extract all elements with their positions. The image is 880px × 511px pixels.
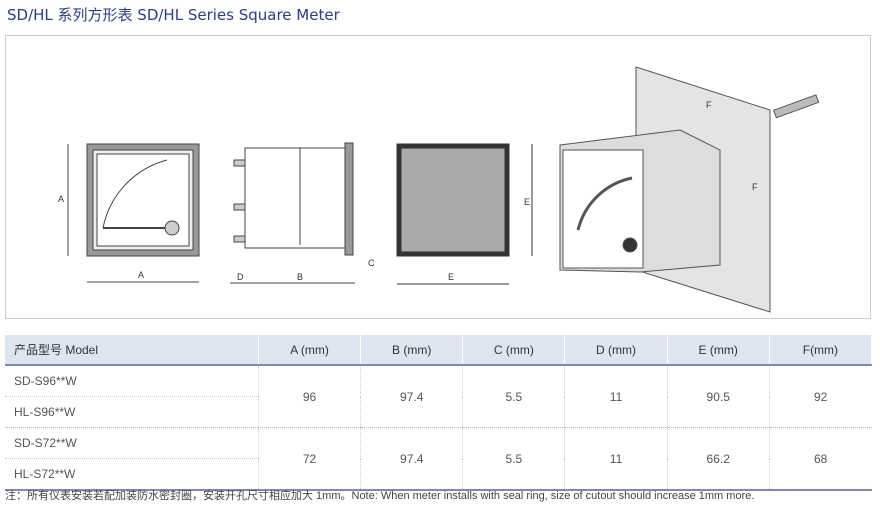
table-row: SD-S72**W 72 97.4 5.5 11 66.2 68 bbox=[5, 427, 872, 491]
col-e: E (mm) bbox=[667, 335, 770, 366]
installed-view bbox=[559, 66, 820, 313]
value-d: 11 bbox=[564, 427, 668, 491]
model-cell: SD-S96**W bbox=[5, 365, 259, 397]
col-d: D (mm) bbox=[564, 335, 668, 366]
dimensions-table: 产品型号 Model A (mm) B (mm) C (mm) D (mm) E… bbox=[5, 335, 873, 491]
value-a: 72 bbox=[257, 427, 361, 491]
value-c: 5.5 bbox=[462, 427, 565, 491]
dim-label-a-vertical: A bbox=[58, 194, 64, 204]
col-c: C (mm) bbox=[462, 335, 566, 366]
dim-label-c: C bbox=[368, 258, 375, 268]
dimension-drawings: A A D B C E E F F bbox=[58, 66, 820, 313]
model-cell: HL-S96**W bbox=[5, 396, 259, 428]
dim-label-e: E bbox=[448, 272, 454, 282]
col-b: B (mm) bbox=[360, 335, 464, 366]
dim-label-a: A bbox=[138, 270, 144, 280]
footnote: 注：所有仪表安装若配加装防水密封圈，安装开孔尺寸相应加大 1mm。Note: W… bbox=[5, 490, 755, 502]
value-e: 90.5 bbox=[666, 365, 770, 428]
front-view bbox=[67, 143, 200, 283]
dim-label-d: D bbox=[237, 272, 244, 282]
dim-label-f-vertical: F bbox=[752, 182, 758, 192]
dim-label-e-vertical: E bbox=[524, 197, 530, 207]
col-f: F(mm) bbox=[769, 335, 873, 366]
value-d: 11 bbox=[564, 365, 668, 428]
dim-label-f: F bbox=[706, 100, 712, 110]
value-b: 97.4 bbox=[360, 365, 463, 428]
table-header: 产品型号 Model A (mm) B (mm) C (mm) D (mm) E… bbox=[5, 335, 873, 366]
value-b: 97.4 bbox=[360, 427, 463, 491]
value-a: 96 bbox=[257, 365, 361, 428]
col-model: 产品型号 Model bbox=[5, 335, 259, 366]
table-row: HL-S72**W bbox=[5, 458, 872, 491]
table-row: SD-S96**W 96 97.4 5.5 11 90.5 92 bbox=[5, 365, 872, 428]
value-e: 66.2 bbox=[666, 427, 770, 491]
value-c: 5.5 bbox=[462, 365, 565, 428]
value-f: 68 bbox=[768, 427, 872, 491]
dim-label-b: B bbox=[297, 272, 303, 282]
model-cell: SD-S72**W bbox=[5, 427, 259, 459]
value-f: 92 bbox=[768, 365, 872, 428]
model-cell: HL-S72**W bbox=[5, 458, 259, 491]
col-a: A (mm) bbox=[258, 335, 362, 366]
side-view bbox=[230, 142, 355, 284]
drawing-frame bbox=[5, 35, 871, 319]
page-title: SD/HL 系列方形表 SD/HL Series Square Meter bbox=[7, 6, 340, 24]
table-row: HL-S96**W bbox=[5, 396, 872, 428]
rear-view bbox=[396, 143, 533, 285]
